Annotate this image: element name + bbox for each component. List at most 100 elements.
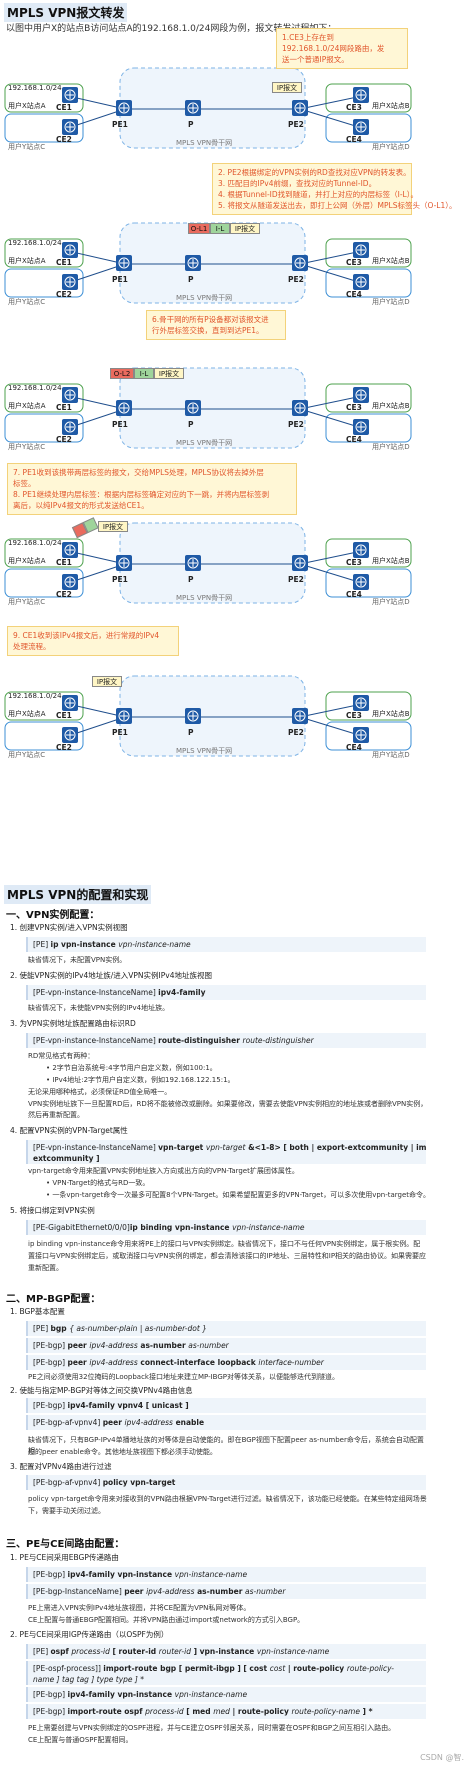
list-item: 2. 使能与指定MP-BGP对等体之间交换VPNv4路由信息 [10,1386,193,1395]
site-yd-label: 用户Y站点D [372,143,410,151]
ce4-label: CE4 [346,135,362,144]
site-xb-label: 用户X站点B [372,102,410,110]
p-label: P [188,728,194,737]
site-xb-label: 用户X站点B [372,557,410,565]
bullet: • 2字节自治系统号:4字节用户自定义数，例如100:1。 [46,1064,217,1072]
ce2-label: CE2 [56,743,72,752]
desc-text: ip binding vpn-instance命令用来将PE上的接口与VPN实例… [28,1240,421,1248]
ce3-label: CE3 [346,103,362,112]
desc-text: PE之间必须使用32位掩码的Loopback接口地址来建立MP-IBGP对等体关… [28,1373,339,1381]
site-xb-label: 用户X站点B [372,402,410,410]
desc-text: 置接口与VPN实例绑定后，或取消接口与VPN实例的绑定，都会清除该接口的IP地址… [28,1252,427,1260]
site-yc-label: 用户Y站点C [8,443,46,451]
site-xb-label: 用户X站点B [372,257,410,265]
pe2-router-icon [292,708,308,724]
ce4-router-icon [353,274,369,290]
command-block: [PE] bgp { as-number-plain | as-number-d… [26,1321,426,1336]
site-xa-label: 用户X站点A [8,257,46,265]
ce3-router-icon [353,87,369,103]
ce1-label: CE1 [56,403,72,412]
note-line: 送一个普通IP报文。 [282,55,349,64]
ce1-router-icon [62,87,78,103]
ce3-router-icon [353,242,369,258]
desc-text: 缺省情况下，未配置VPN实例。 [28,956,127,964]
list-item: 2. 使能VPN实例的IPv4地址族/进入VPN实例IPv4地址族视图 [10,971,212,980]
site-yd-label: 用户Y站点D [372,598,410,606]
desc-text: policy vpn-target命令用来对接收到的VPN路由根据VPN-Tar… [28,1495,427,1503]
section-mp-bgp: 二、MP-BGP配置： [6,1294,101,1305]
note-line: 离后，以纯IPv4报文的形式发送给CE1。 [13,501,149,510]
site-yc-label: 用户Y站点C [8,751,46,759]
note-line: 1.CE3上存在到 [282,33,334,42]
ce4-label: CE4 [346,435,362,444]
ce4-router-icon [353,727,369,743]
list-item: 1. PE与CE间采用EBGP传递路由 [10,1553,119,1562]
command-block: [PE-bgp] ipv4-family vpn-instance vpn-in… [26,1687,426,1702]
note-line: 4. 根据Tunnel-ID找到隧道，并打上对应的内层标签（I-L）。 [218,190,418,199]
desc-text: 缺省情况下，只有BGP-IPv4单播地址族的对等体是自动使能的。即在BGP视图下… [28,1436,424,1455]
list-item: 1. 创建VPN实例/进入VPN实例视图 [10,923,128,932]
ce3-router-icon [353,542,369,558]
desc-text: VPN实例地址族下一旦配置RD后，RD将不能被修改或删除。如果要修改，需要去使能… [28,1100,428,1108]
desc-text: CE上配置与普通EBGP配置相同。并将VPN路由通过import或network… [28,1616,305,1624]
site-yd-label: 用户Y站点D [372,298,410,306]
command-block: [PE] ip vpn-instance vpn-instance-name [26,937,426,952]
p-router-icon [185,708,201,724]
bullet: • VPN-Target的格式与RD一致。 [46,1179,150,1187]
desc-text: RD常见格式有两种： [28,1052,95,1060]
pe1-router-icon [116,255,132,271]
pe2-router-icon [292,555,308,571]
ol1-packet-tag: O-L1 [188,223,210,234]
note-line: 行外层标签交换，直到到达PE1。 [152,326,264,335]
net-label: 192.168.1.0/24 [8,84,62,92]
note-line: 7. PE1收到该携带两层标签的报文，交给MPLS处理，MPLS协议将去掉外层 [13,468,264,477]
pe2-router-icon [292,100,308,116]
site-xa-label: 用户X站点A [8,102,46,110]
desc-text: 无论采用哪种格式，必须保证RD值全局唯一。 [28,1088,172,1096]
ce1-router-icon [62,695,78,711]
site-xa-label: 用户X站点A [8,402,46,410]
site-yd-label: 用户Y站点D [372,443,410,451]
pe1-label: PE1 [112,120,128,129]
desc-text: 重新配置。 [28,1264,63,1272]
section-pe-ce: 三、PE与CE间路由配置： [6,1539,125,1550]
ol2-packet-tag: O-L2 [110,368,134,379]
command-block: [PE-bgp] peer ipv4-address as-number as-… [26,1338,426,1353]
command-block: [PE-vpn-instance-InstanceName] route-dis… [26,1033,426,1048]
p-router-icon [185,255,201,271]
desc-text: 应的peer enable命令。其他地址族视图下都必须手动使能。 [28,1448,217,1456]
desc-text: 然后再重新配置。 [28,1111,84,1119]
note-line: 6.骨干网的所有P设备都对该报文进 [152,315,269,324]
desc-text: vpn-target命令用来配置VPN实例地址族入方向或出方向的VPN-Targ… [28,1167,299,1175]
list-item: 4. 配置VPN实例的VPN-Target属性 [10,1126,128,1135]
pe2-router-icon [292,400,308,416]
pe2-label: PE2 [288,120,304,129]
ce4-router-icon [353,119,369,135]
list-item: 3. 配置对VPNv4路由进行过滤 [10,1462,112,1471]
ce1-router-icon [62,542,78,558]
ce1-router-icon [62,387,78,403]
ce4-label: CE4 [346,743,362,752]
ce2-router-icon [62,119,78,135]
ce1-label: CE1 [56,711,72,720]
il-packet-tag: I-L [210,223,230,234]
backbone-label: MPLS VPN骨干网 [176,439,233,447]
ce4-router-icon [353,574,369,590]
step-note: 6.骨干网的所有P设备都对该报文进行外层标签交换，直到到达PE1。 [146,310,286,340]
pe1-label: PE1 [112,420,128,429]
note-line: 2. PE2根据绑定的VPN实例的RD查找对应VPN的转发表。 [218,168,411,177]
ce3-label: CE3 [346,558,362,567]
pe1-label: PE1 [112,575,128,584]
ce4-label: CE4 [346,590,362,599]
topology-lines [4,67,412,149]
list-item: 5. 将接口绑定到VPN实例 [10,1206,95,1215]
site-yc-label: 用户Y站点C [8,298,46,306]
p-router-icon [185,400,201,416]
site-xa-label: 用户X站点A [8,710,46,718]
command-block: [PE-vpn-instance-InstanceName] ipv4-fami… [26,985,426,1000]
ce4-label: CE4 [346,290,362,299]
pe1-label: PE1 [112,728,128,737]
command-block: [PE-bgp-af-vpnv4] peer ipv4-address enab… [26,1415,426,1430]
